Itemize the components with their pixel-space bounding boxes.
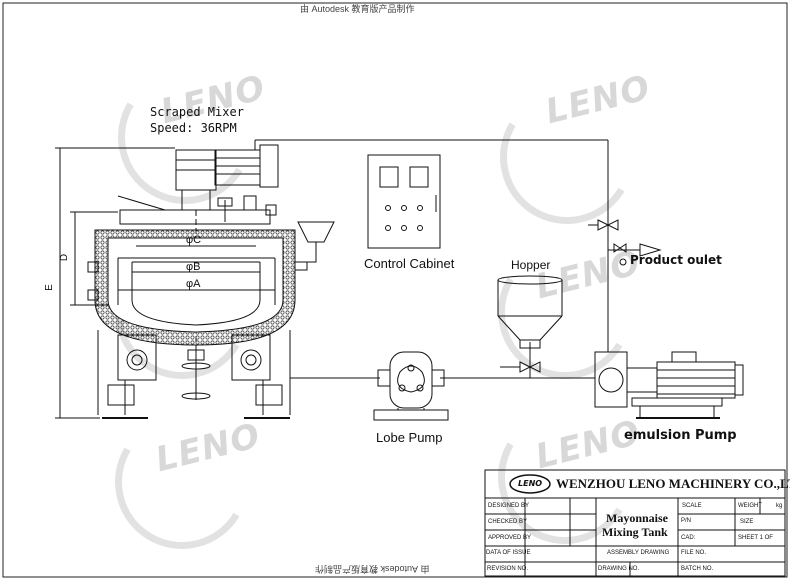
sheet-cell: SHEET 1 OF [738,535,773,541]
hopper [497,275,563,349]
weight-cell: WEIGHT [738,503,762,509]
mixer-motor [214,149,261,186]
emulsion-pump [594,351,744,419]
file-no-cell: FILE NO. [681,550,707,556]
header-watermark-text: 由 Autodesk 教育版产品制作 [300,4,415,14]
control-cabinet-label: Control Cabinet [364,256,455,271]
drawing-no-cell: DRAWING NO. [598,566,640,572]
title-block-logo: LENO [518,479,543,488]
title-block-grid [484,469,786,577]
dimension-e-label: E [43,284,55,291]
date-of-issue-cell: DATA OF ISSUE [486,550,531,556]
scale-cell: SCALE [682,503,702,509]
mixer-name-label: Scraped Mixer [150,105,244,119]
cad-cell: CAD: [681,535,696,541]
product-outlet-label: Product oulet [630,253,722,267]
dimension-a-label: φA [186,278,201,290]
hopper-label: Hopper [511,258,551,272]
batch-no-cell: BATCH NO. [681,566,714,572]
piping [254,139,662,379]
revision-no-cell: REVISION NO. [487,566,529,572]
size-cell: SIZE [740,519,754,525]
lobe-pump [373,351,449,421]
mixing-tank [55,144,335,419]
footer-watermark-text: 由 Autodesk 教育版产品制作 [315,564,430,574]
drawing-title-line2: Mixing Tank [602,525,668,539]
pn-cell: P/N [681,518,692,524]
dimension-c-label: φC [186,234,202,246]
designed-by-cell: DESIGNED BY [488,503,530,509]
dimension-b-label: φB [186,261,201,273]
weight-unit-cell: kg [776,503,783,509]
approved-by-cell: APPROVED BY [488,535,532,541]
lobe-pump-label: Lobe Pump [376,430,443,445]
emulsion-pump-label: emulsion Pump [624,428,737,443]
assembly-drawing-cell: ASSEMBLY DRAWING [607,550,670,556]
drawing-title-line1: Mayonnaise [606,511,669,525]
mixer-speed-label: Speed: 36RPM [150,121,237,135]
company-name: WENZHOU LENO MACHINERY CO.,LTD [556,476,790,491]
checked-by-cell: CHECKED BY [488,519,528,525]
control-cabinet [367,154,441,249]
dimension-d-label: D [59,253,71,262]
